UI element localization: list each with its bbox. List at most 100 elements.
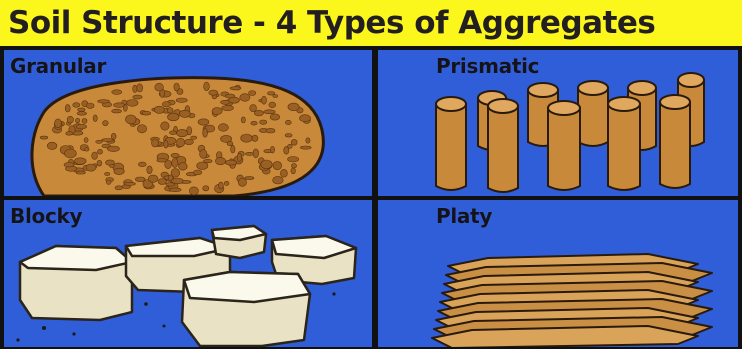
soil-crumb bbox=[185, 139, 194, 144]
granular-label: Granular bbox=[10, 54, 106, 78]
soil-crumb bbox=[78, 108, 86, 112]
soil-crumb bbox=[40, 136, 48, 139]
soil-crumb bbox=[102, 139, 114, 142]
soil-crumb bbox=[133, 85, 137, 92]
soil-crumb bbox=[107, 146, 119, 152]
soil-crumb bbox=[306, 138, 310, 143]
soil-crumb bbox=[110, 165, 115, 168]
soil-crumb bbox=[86, 164, 96, 171]
soil-crumb bbox=[218, 124, 228, 132]
soil-crumb bbox=[203, 128, 208, 137]
soil-prism-top bbox=[548, 101, 580, 115]
soil-crumb bbox=[227, 141, 233, 145]
soil-crumb bbox=[300, 115, 311, 122]
soil-crumb bbox=[288, 157, 299, 162]
soil-crumb bbox=[250, 105, 257, 112]
soil-crumb bbox=[177, 138, 185, 147]
soil-crumb bbox=[189, 187, 198, 195]
soil-crumb bbox=[269, 102, 276, 108]
soil-crumb bbox=[77, 112, 87, 116]
soil-crumb bbox=[133, 95, 142, 99]
soil-crumb bbox=[138, 162, 146, 167]
soil-crumb bbox=[98, 100, 110, 103]
soil-crumb bbox=[229, 97, 240, 103]
soil-crumb bbox=[231, 145, 235, 153]
soil-crumb bbox=[115, 186, 123, 190]
soil-crumb bbox=[222, 105, 234, 110]
soil-crumb bbox=[267, 92, 274, 96]
soil-prism bbox=[578, 88, 608, 146]
soil-crumb bbox=[219, 182, 224, 189]
soil-crumb bbox=[167, 108, 173, 114]
soil-crumb bbox=[176, 98, 187, 102]
soil-crumb bbox=[114, 103, 125, 108]
blocky-label: Blocky bbox=[10, 204, 82, 228]
soil-prism-top bbox=[578, 81, 608, 95]
soil-crumb bbox=[55, 119, 62, 128]
soil-crumb bbox=[127, 100, 138, 107]
soil-crumb bbox=[241, 134, 253, 142]
soil-crumb bbox=[285, 120, 291, 124]
soil-crumb bbox=[76, 171, 85, 174]
soil-crumb bbox=[291, 164, 296, 168]
soil-crumb bbox=[238, 178, 246, 186]
soil-crumb bbox=[245, 177, 254, 180]
soil-crumb bbox=[111, 133, 116, 139]
soil-crumb bbox=[264, 110, 276, 114]
soil-prism-top bbox=[488, 99, 518, 113]
soil-crumb bbox=[66, 132, 73, 136]
soil-prism-top bbox=[528, 83, 558, 97]
soil-crumb bbox=[142, 111, 151, 115]
soil-crumb bbox=[137, 84, 143, 92]
panel-granular: Granular bbox=[4, 50, 372, 196]
soil-crumb bbox=[124, 182, 136, 185]
soil-crumb bbox=[171, 153, 179, 157]
soil-crumb bbox=[158, 179, 166, 185]
soil-crumb bbox=[203, 159, 212, 162]
soil-crumb bbox=[103, 121, 109, 126]
soil-crumb bbox=[96, 140, 103, 143]
soil-crumb bbox=[168, 113, 180, 121]
soil-crumb bbox=[93, 115, 97, 122]
soil-crumb bbox=[147, 166, 152, 174]
soil-crumb bbox=[114, 168, 124, 174]
soil-prism bbox=[436, 104, 466, 190]
platy-aggregate-illustration bbox=[378, 200, 738, 347]
soil-crumb bbox=[253, 149, 259, 158]
soil-crumb bbox=[285, 134, 292, 138]
soil-crumb bbox=[191, 136, 197, 139]
soil-crumb bbox=[67, 116, 73, 123]
soil-prism-top bbox=[678, 73, 704, 87]
soil-crumb bbox=[284, 147, 289, 155]
soil-crumb bbox=[270, 114, 280, 120]
diagram-grid: Granular Prismatic bbox=[0, 46, 742, 349]
soil-crumb bbox=[47, 142, 57, 149]
soil-crumb bbox=[177, 129, 188, 136]
soil-crumb bbox=[105, 172, 110, 175]
soil-crumb bbox=[237, 153, 241, 161]
soil-crumb bbox=[194, 170, 202, 175]
soil-crumb bbox=[291, 139, 297, 145]
soil-crumb bbox=[86, 103, 94, 108]
soil-crumb bbox=[240, 94, 250, 102]
soil-crumb bbox=[106, 180, 111, 184]
soil-crumb bbox=[249, 91, 256, 96]
soil-prism-top bbox=[436, 97, 466, 111]
soil-crumb bbox=[76, 124, 86, 129]
soil-crumb bbox=[157, 159, 167, 163]
soil-crumb bbox=[152, 139, 159, 147]
soil-prism bbox=[660, 102, 690, 188]
soil-crumb bbox=[174, 83, 179, 91]
soil-crumb bbox=[230, 87, 241, 90]
soil-crumb bbox=[280, 169, 287, 177]
soil-crumb bbox=[252, 135, 258, 141]
soil-crumb bbox=[200, 150, 207, 159]
soil-crumb bbox=[262, 96, 267, 104]
soil-crumb bbox=[84, 148, 89, 151]
soil-crumb bbox=[266, 128, 275, 133]
soil-crumb bbox=[65, 149, 77, 158]
soil-crumb bbox=[171, 178, 183, 184]
soil-crumb bbox=[224, 181, 229, 185]
soil-crumb bbox=[112, 109, 122, 113]
soil-crumb bbox=[92, 152, 98, 159]
